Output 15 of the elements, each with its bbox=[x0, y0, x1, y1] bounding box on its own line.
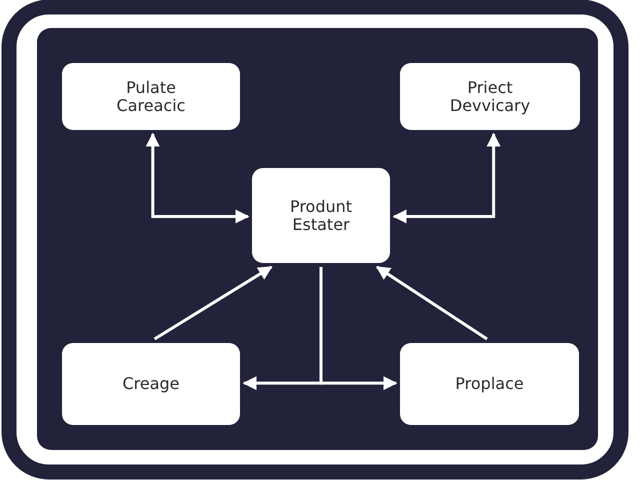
box-label: Pulate Careacic bbox=[116, 79, 186, 114]
arrow bbox=[376, 266, 488, 340]
process-box bbox=[62, 343, 240, 425]
arrow bbox=[154, 266, 273, 340]
box-label: Priect Devvicary bbox=[448, 79, 532, 114]
process-box bbox=[400, 63, 580, 130]
double-arrow bbox=[146, 132, 250, 224]
box-label: Proplace bbox=[455, 375, 524, 393]
process-box bbox=[400, 343, 579, 425]
arrow bbox=[320, 267, 398, 390]
process-box bbox=[62, 63, 240, 130]
double-arrow bbox=[392, 132, 501, 224]
box-label: Creage bbox=[122, 375, 180, 393]
process-box bbox=[252, 168, 390, 263]
box-label: Produnt Estater bbox=[288, 198, 354, 233]
